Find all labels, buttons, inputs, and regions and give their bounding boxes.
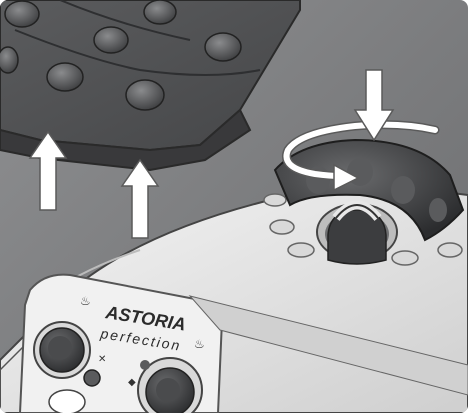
water-filler-opening <box>317 204 397 264</box>
steam-button <box>49 390 85 413</box>
mute-symbol-icon: ✕ <box>98 354 106 365</box>
steam-symbol-icon: ♨ <box>80 294 91 308</box>
temperature-dial <box>34 322 90 378</box>
small-indicator <box>140 360 150 370</box>
indicator-light <box>84 370 100 386</box>
up-arrow-icon <box>122 160 158 238</box>
drop-symbol-icon: ◆ <box>128 377 136 388</box>
spray-symbol-icon: ♨ <box>194 337 205 351</box>
